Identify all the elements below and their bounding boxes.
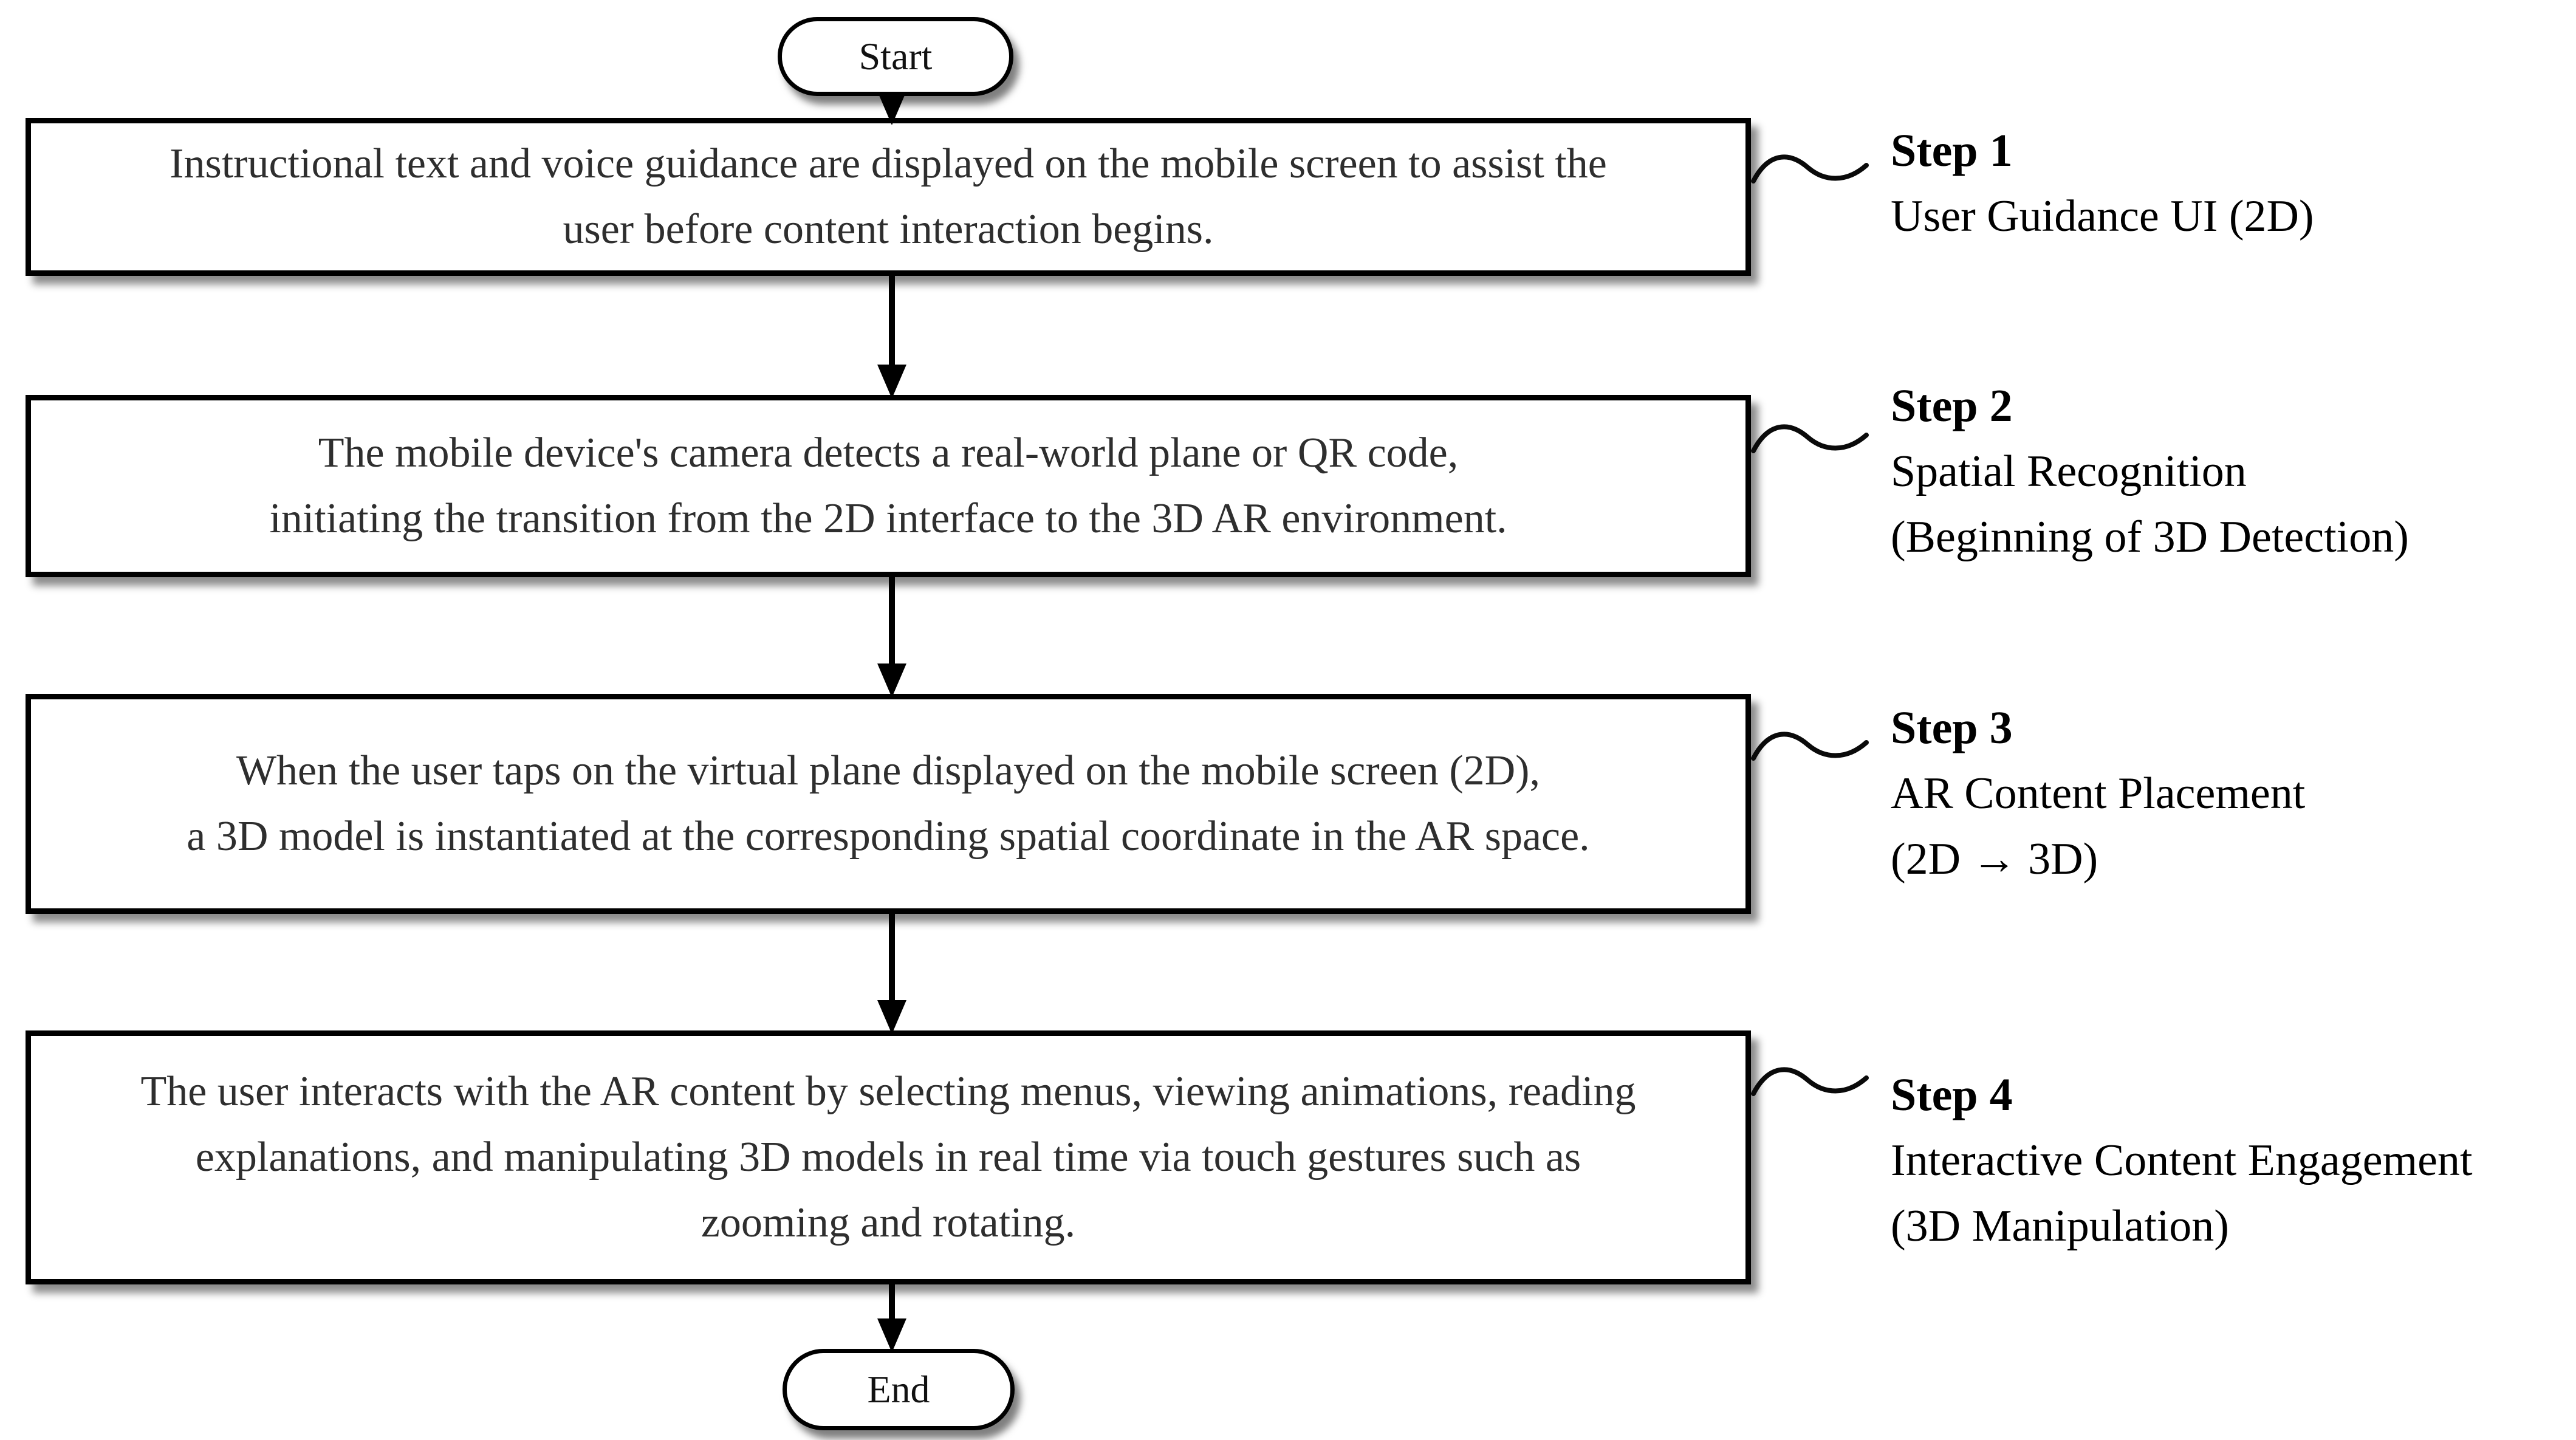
flow-arrow-step3-to-step4 (875, 911, 909, 1034)
step-subtitle: Spatial Recognition (1891, 447, 2247, 496)
step-title: Step 1 (1891, 125, 2013, 176)
step-title: Step 2 (1891, 380, 2013, 431)
step-label-3: Step 3 AR Content Placement (2D → 3D) (1891, 695, 2571, 892)
step-subtitle: (2D → 3D) (1891, 834, 2098, 884)
arrow-shaft (889, 575, 895, 663)
step-subtitle: (Beginning of 3D Detection) (1891, 512, 2409, 562)
end-node-label: End (867, 1368, 930, 1411)
process-box-step1: Instructional text and voice guidance ar… (26, 118, 1751, 276)
box-text-line: Instructional text and voice guidance ar… (170, 140, 1607, 187)
box-text-line: initiating the transition from the 2D in… (269, 495, 1507, 542)
squiggle-connector-icon (1751, 732, 1869, 761)
start-node: Start (778, 17, 1013, 96)
box-text-line: When the user taps on the virtual plane … (236, 747, 1540, 794)
step-label-1: Step 1 User Guidance UI (2D) (1891, 118, 2571, 249)
step-subtitle: Interactive Content Engagement (1891, 1136, 2473, 1185)
process-box-step2: The mobile device's camera detects a rea… (26, 395, 1751, 577)
arrow-shaft (889, 273, 895, 365)
step-title: Step 4 (1891, 1069, 2013, 1120)
step-subtitle: AR Content Placement (1891, 769, 2306, 818)
box-text-line: zooming and rotating. (701, 1199, 1076, 1246)
step-subtitle: User Guidance UI (2D) (1891, 191, 2314, 241)
box-text-line: explanations, and manipulating 3D models… (195, 1134, 1581, 1181)
flow-arrow-step4-to-end (875, 1282, 909, 1353)
start-node-label: Start (858, 35, 933, 78)
arrow-down-icon (877, 365, 906, 399)
step-label-2: Step 2 Spatial Recognition (Beginning of… (1891, 373, 2571, 570)
arrow-down-icon (877, 91, 906, 125)
process-box-step3: When the user taps on the virtual plane … (26, 694, 1751, 914)
end-node: End (783, 1349, 1015, 1430)
box-text-line: The user interacts with the AR content b… (140, 1068, 1636, 1115)
flow-arrow-step1-to-step2 (875, 273, 909, 399)
step-title: Step 3 (1891, 702, 2013, 753)
box-text-line: user before content interaction begins. (563, 206, 1214, 253)
arrow-down-icon (877, 1000, 906, 1034)
arrow-shaft (889, 1282, 895, 1318)
flow-arrow-step2-to-step3 (875, 575, 909, 698)
box-text-line: The mobile device's camera detects a rea… (318, 430, 1459, 476)
process-box-step4: The user interacts with the AR content b… (26, 1030, 1751, 1284)
arrow-down-icon (877, 1318, 906, 1353)
step-subtitle: (3D Manipulation) (1891, 1201, 2229, 1251)
squiggle-connector-icon (1751, 424, 1869, 453)
arrow-shaft (889, 911, 895, 1000)
squiggle-connector-icon (1751, 1067, 1869, 1096)
flow-arrow-start-to-step1 (875, 87, 909, 125)
box-text-line: a 3D model is instantiated at the corres… (187, 813, 1590, 860)
squiggle-connector-icon (1751, 154, 1869, 183)
step-label-4: Step 4 Interactive Content Engagement (3… (1891, 1062, 2571, 1259)
arrow-down-icon (877, 663, 906, 698)
